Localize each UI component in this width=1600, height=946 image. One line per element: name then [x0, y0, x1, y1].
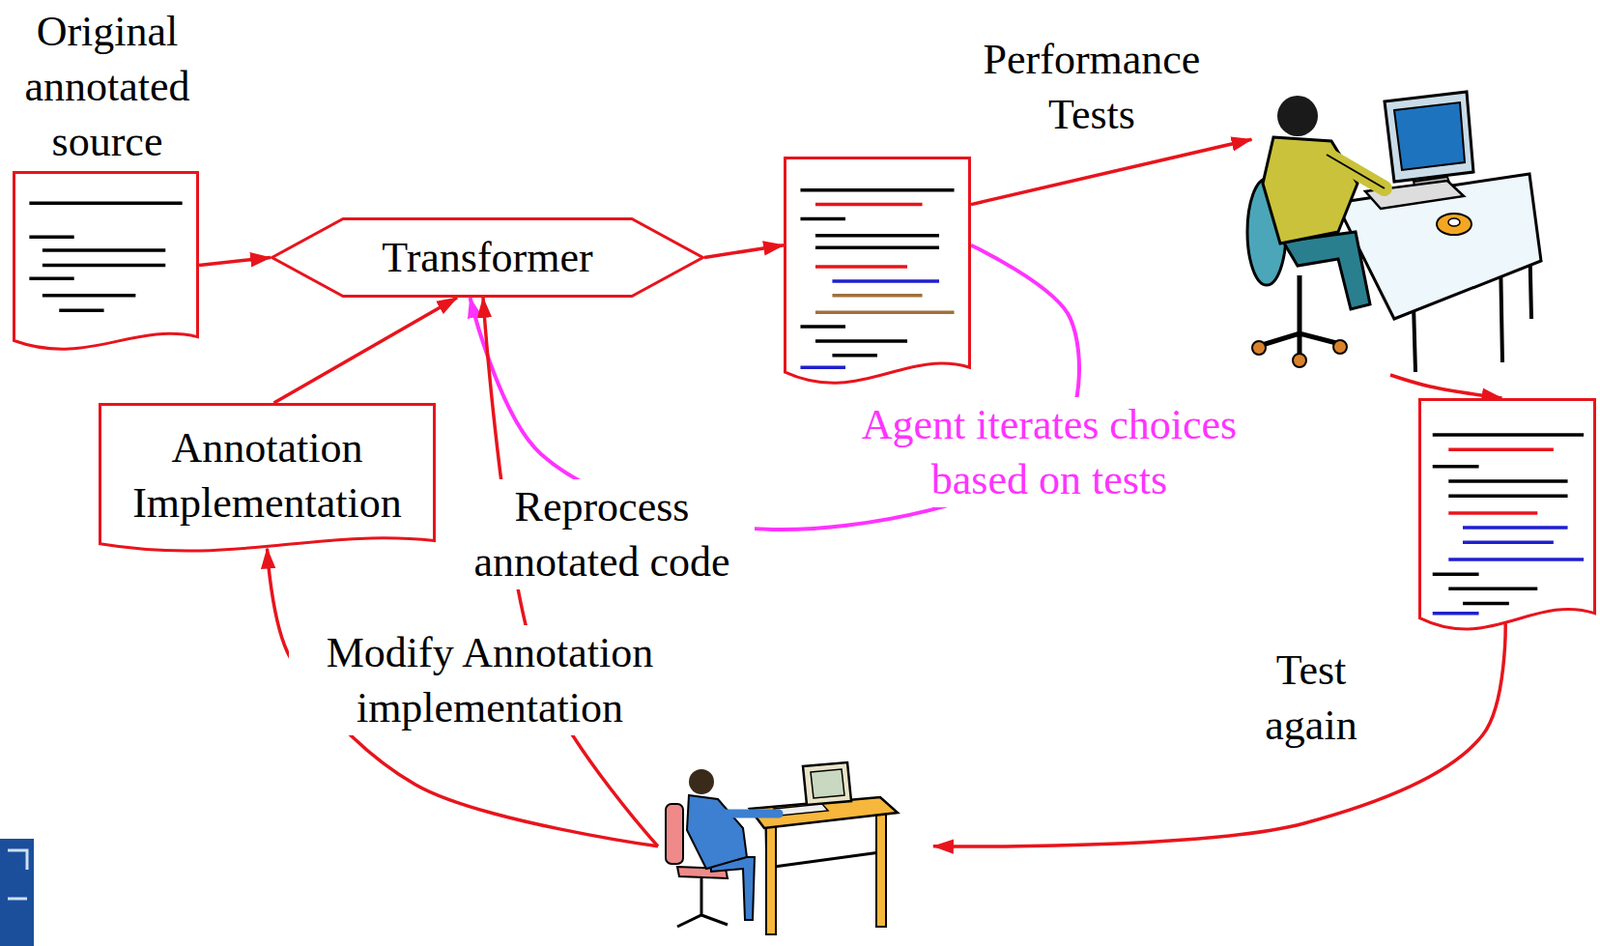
box-label: Annotation Implementation — [117, 420, 417, 531]
connector-arrow — [199, 257, 271, 266]
edge-label: Modify Annotation implementation — [288, 625, 691, 736]
code-line — [1448, 493, 1568, 498]
connector-arrow — [704, 245, 784, 258]
hexagon-path — [272, 219, 704, 297]
code-line — [58, 309, 104, 314]
code-line — [831, 353, 878, 358]
code-line — [1462, 541, 1554, 545]
code-line — [1432, 571, 1480, 576]
code-line — [815, 264, 908, 269]
document-path — [1420, 400, 1596, 630]
code-line — [1448, 587, 1538, 592]
code-line — [815, 233, 940, 238]
code-line — [1432, 464, 1480, 469]
document-path — [100, 404, 435, 552]
code-line — [28, 200, 182, 205]
figure-area — [657, 760, 934, 940]
document-path — [785, 158, 971, 384]
connector-arrow — [483, 297, 658, 847]
connector-arrow — [267, 548, 659, 847]
edge-label: Agent iterates choices based on tests — [824, 397, 1275, 508]
code-line — [1448, 479, 1568, 484]
retested-code-document — [1418, 398, 1597, 643]
code-line — [800, 188, 954, 193]
edge-label: Test again — [1245, 642, 1377, 753]
logo — [0, 838, 34, 946]
code-line — [831, 293, 922, 298]
edge-label: Reprocess annotated code — [449, 479, 755, 590]
code-line — [42, 263, 166, 268]
document-outline — [12, 171, 200, 360]
developer-at-desk — [665, 762, 898, 935]
transformed-code-document — [783, 156, 972, 397]
code-line — [1432, 611, 1480, 616]
tester-at-computer — [1247, 91, 1542, 372]
document-heading: Original annotated source — [5, 3, 209, 170]
code-line — [831, 279, 940, 284]
code-line — [815, 339, 908, 343]
code-line — [815, 245, 940, 250]
code-line — [1448, 511, 1538, 515]
figure-area — [1239, 86, 1542, 378]
code-line — [815, 310, 955, 315]
tester-figure — [1239, 86, 1542, 378]
edge-label: Performance Tests — [958, 31, 1226, 143]
code-line — [42, 248, 166, 253]
document-outline — [783, 156, 972, 397]
code-line — [815, 202, 923, 207]
connector-arrow — [971, 139, 1252, 204]
connector-arrow — [1390, 374, 1502, 399]
code-line — [28, 276, 74, 281]
code-line — [1448, 557, 1584, 562]
code-line — [1432, 432, 1584, 437]
code-line — [800, 217, 846, 222]
annotation-document: Annotation Implementation — [98, 402, 436, 560]
code-line — [1462, 601, 1510, 606]
document-outline — [1418, 398, 1597, 643]
code-line — [800, 365, 846, 370]
code-line — [42, 293, 137, 298]
code-line — [800, 324, 846, 329]
developer-figure — [657, 760, 934, 940]
code-line — [28, 235, 74, 240]
box-label: Transformer — [381, 229, 593, 286]
connector-arrow — [273, 297, 458, 403]
source-document: Original annotated source — [5, 3, 209, 360]
document-path — [14, 172, 199, 350]
transformer-hexagon: Transformer — [270, 217, 705, 298]
connector-arrow — [933, 623, 1506, 847]
code-line — [1448, 447, 1554, 452]
code-line — [1462, 525, 1569, 530]
